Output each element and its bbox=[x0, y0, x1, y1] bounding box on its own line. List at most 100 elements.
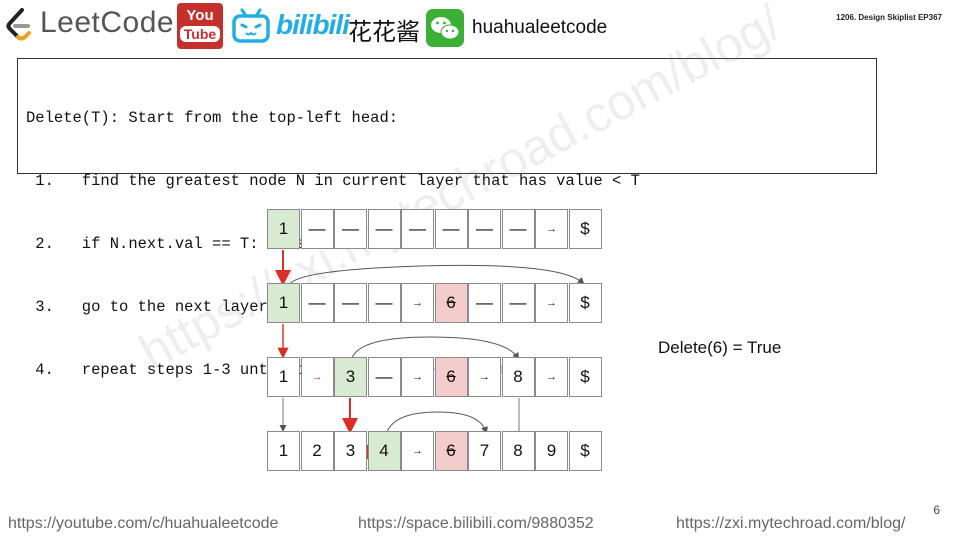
skiplist-node: 8 bbox=[501, 431, 535, 471]
skiplist-node: 6 bbox=[434, 283, 468, 323]
skiplist-node: — bbox=[334, 209, 367, 249]
node-link-dash: — bbox=[442, 219, 460, 238]
skiplist-node: 3 bbox=[334, 431, 367, 471]
skiplist-node: — bbox=[468, 209, 501, 249]
node-value: 9 bbox=[546, 441, 557, 460]
node-link-arrow-icon: → bbox=[311, 371, 323, 383]
skiplist-node: 8 bbox=[501, 357, 535, 397]
skiplist-node: $ bbox=[568, 357, 602, 397]
skiplist-node: — bbox=[367, 283, 401, 323]
node-link-arrow-icon: → bbox=[546, 371, 557, 383]
skiplist-node: — bbox=[501, 283, 535, 323]
node-link-dash: — bbox=[476, 293, 493, 312]
skiplist-node: — bbox=[367, 357, 401, 397]
bypass-link-curve bbox=[351, 336, 520, 360]
node-link-dash: — bbox=[509, 293, 527, 312]
skiplist-node: 6 bbox=[434, 357, 468, 397]
youtube-icon: You Tube bbox=[177, 3, 223, 49]
node-link-dash: — bbox=[375, 367, 393, 386]
node-value: 3 bbox=[345, 367, 356, 386]
skiplist-node: — bbox=[434, 209, 468, 249]
youtube-url-link[interactable]: https://youtube.com/c/huahualeetcode bbox=[8, 515, 279, 532]
node-link-arrow-icon: → bbox=[546, 297, 557, 309]
skiplist-node: → bbox=[300, 357, 334, 397]
node-link-dash: — bbox=[509, 219, 527, 238]
skiplist-node: 1 bbox=[267, 209, 300, 249]
skiplist-node: → bbox=[401, 357, 434, 397]
skiplist-node: — bbox=[300, 209, 334, 249]
skiplist-node: — bbox=[401, 209, 434, 249]
skiplist-node: 4 bbox=[367, 431, 401, 471]
skiplist-node: — bbox=[334, 283, 367, 323]
skiplist-node: → bbox=[535, 283, 568, 323]
node-link-dash: — bbox=[375, 219, 393, 238]
node-value: 8 bbox=[513, 367, 523, 386]
skiplist-node: → bbox=[468, 357, 501, 397]
skiplist-node: 7 bbox=[468, 431, 501, 471]
skiplist-node: → bbox=[535, 209, 568, 249]
skiplist-node: 6 bbox=[434, 431, 468, 471]
node-value: 8 bbox=[513, 441, 523, 460]
node-value: 1 bbox=[278, 219, 289, 238]
node-link-dash: — bbox=[409, 219, 426, 238]
node-value: 6 bbox=[446, 293, 456, 312]
bilibili-wordmark: bilibili bbox=[276, 9, 350, 40]
node-link-arrow-icon: → bbox=[412, 445, 423, 457]
node-link-dash: — bbox=[308, 293, 326, 312]
node-value: $ bbox=[580, 367, 590, 386]
slide-header: LeetCode You Tube bilibili 花花酱 huahualee… bbox=[0, 0, 960, 56]
skiplist-node: — bbox=[501, 209, 535, 249]
slide-footer: https://youtube.com/c/huahualeetcode htt… bbox=[0, 510, 960, 540]
bypass-link-curve bbox=[386, 411, 488, 434]
channel-name-cn: 花花酱 bbox=[348, 18, 420, 46]
skiplist-node: → bbox=[535, 357, 568, 397]
skiplist-node: 1 bbox=[267, 357, 300, 397]
skiplist-node: $ bbox=[568, 431, 602, 471]
skiplist-node: 3 bbox=[334, 357, 367, 397]
skiplist-node: — bbox=[367, 209, 401, 249]
skiplist-node: $ bbox=[568, 283, 602, 323]
skiplist-node: 1 bbox=[267, 431, 300, 471]
node-value: 7 bbox=[479, 441, 490, 460]
node-value: 3 bbox=[345, 441, 356, 460]
skiplist-node: — bbox=[468, 283, 501, 323]
node-value: $ bbox=[580, 219, 590, 238]
skiplist-node: — bbox=[300, 283, 334, 323]
node-link-arrow-icon: → bbox=[479, 371, 490, 383]
blog-url-link[interactable]: https://zxi.mytechroad.com/blog/ bbox=[676, 515, 906, 532]
bilibili-tv-icon bbox=[232, 8, 270, 43]
channel-handle: huahualeetcode bbox=[472, 17, 608, 38]
node-value: 6 bbox=[446, 441, 456, 460]
code-line: 3. go to the next layer bbox=[26, 298, 268, 316]
node-link-dash: — bbox=[342, 293, 359, 312]
node-link-arrow-icon: → bbox=[412, 371, 423, 383]
youtube-icon-line2: Tube bbox=[180, 26, 220, 42]
node-value: 2 bbox=[312, 441, 322, 460]
node-link-dash: — bbox=[308, 219, 326, 238]
node-value: 6 bbox=[446, 367, 456, 386]
node-value: $ bbox=[580, 293, 590, 312]
skiplist-node: 2 bbox=[300, 431, 334, 471]
node-link-arrow-icon: → bbox=[412, 297, 423, 309]
node-link-dash: — bbox=[476, 219, 493, 238]
code-line: 1. find the greatest node N in current l… bbox=[26, 172, 640, 190]
bilibili-url-link[interactable]: https://space.bilibili.com/9880352 bbox=[358, 515, 594, 532]
delete-result-label: Delete(6) = True bbox=[658, 338, 782, 357]
node-link-arrow-icon: → bbox=[546, 223, 557, 235]
node-link-dash: — bbox=[375, 293, 393, 312]
bypass-link-curve bbox=[289, 264, 585, 285]
node-value: 1 bbox=[278, 367, 289, 386]
skiplist-node: 9 bbox=[535, 431, 568, 471]
leetcode-logo-icon bbox=[6, 8, 31, 41]
episode-title: 1206. Design Skiplist EP367 bbox=[836, 13, 942, 22]
node-link-dash: — bbox=[342, 219, 359, 238]
skiplist-node: $ bbox=[568, 209, 602, 249]
youtube-icon-line1: You bbox=[186, 7, 214, 24]
node-value: 1 bbox=[278, 441, 289, 460]
skiplist-node: → bbox=[401, 283, 434, 323]
page-number: 6 bbox=[933, 503, 940, 517]
node-value: 1 bbox=[278, 293, 289, 312]
node-value: 4 bbox=[379, 441, 389, 460]
